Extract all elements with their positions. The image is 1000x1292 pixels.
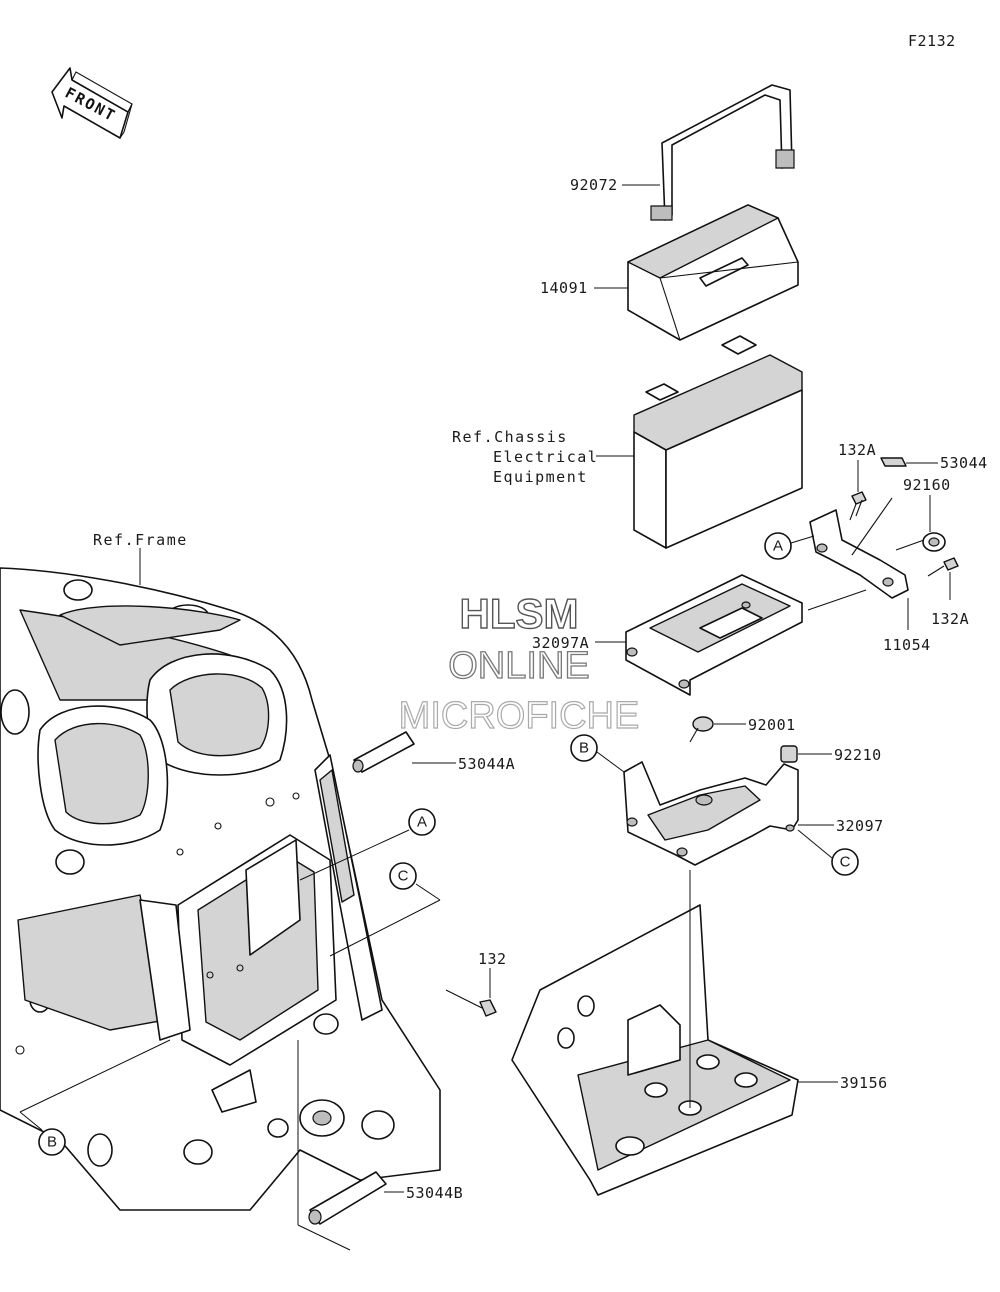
battery — [633, 335, 803, 549]
part-label-92001: 92001 — [748, 716, 796, 734]
part-label-14091: 14091 — [540, 279, 588, 297]
front-direction-arrow: FRONT — [51, 67, 133, 139]
motorcycle-frame — [0, 567, 441, 1211]
battery-case-32097A — [625, 574, 803, 696]
watermark: HLSM ONLINE MICROFICHE — [398, 589, 640, 737]
bolt-132 — [445, 989, 497, 1017]
part-label-39156: 39156 — [840, 1074, 888, 1092]
part-label-11054: 11054 — [883, 636, 931, 654]
bolt-92001 — [689, 716, 714, 743]
collar-92160 — [922, 532, 946, 552]
part-label-132A-bottom: 132A — [931, 610, 969, 628]
callout-A-upper: A — [764, 532, 792, 560]
ref-chassis-line3: Equipment — [493, 468, 588, 486]
part-label-132: 132 — [478, 950, 507, 968]
callout-C-frame: C — [389, 862, 417, 890]
clip-92210 — [780, 745, 798, 763]
ref-frame-label: Ref.Frame — [93, 531, 188, 549]
ref-chassis-line1: Ref.Chassis — [452, 428, 568, 446]
callout-B-right: B — [570, 734, 598, 762]
callout-A-frame: A — [408, 808, 436, 836]
part-label-32097A: 32097A — [532, 634, 589, 652]
svg-text:C: C — [840, 854, 851, 871]
part-label-53044A: 53044A — [458, 755, 515, 773]
bracket-11054 — [809, 497, 925, 599]
spacer-53044 — [880, 457, 907, 467]
callout-B-frame: B — [38, 1128, 66, 1156]
spacer-53044B — [308, 1171, 387, 1225]
part-label-132A-top: 132A — [838, 441, 876, 459]
svg-text:HLSM: HLSM — [460, 590, 579, 637]
battery-case-32097 — [623, 761, 799, 866]
svg-text:B: B — [579, 740, 589, 757]
part-label-53044B: 53044B — [406, 1184, 463, 1202]
part-label-92210: 92210 — [834, 746, 882, 764]
tray-39156 — [511, 904, 799, 1196]
part-label-53044: 53044 — [940, 454, 988, 472]
svg-text:C: C — [398, 868, 409, 885]
callout-C-right: C — [831, 848, 859, 876]
svg-text:MICROFICHE: MICROFICHE — [399, 695, 640, 737]
part-label-32097: 32097 — [836, 817, 884, 835]
ref-chassis-line2: Electrical — [493, 448, 598, 466]
svg-text:A: A — [773, 538, 783, 555]
figure-code: F2132 — [908, 32, 956, 50]
battery-strap-92072 — [650, 84, 795, 221]
bolt-132A-top — [849, 491, 867, 521]
svg-text:A: A — [417, 814, 427, 831]
part-label-92072: 92072 — [570, 176, 618, 194]
spacer-53044A — [352, 731, 415, 773]
part-label-92160: 92160 — [903, 476, 951, 494]
svg-text:B: B — [47, 1134, 57, 1151]
svg-text:ONLINE: ONLINE — [448, 645, 589, 687]
bolt-132A-bottom — [927, 557, 959, 577]
battery-cover-14091 — [627, 204, 799, 341]
